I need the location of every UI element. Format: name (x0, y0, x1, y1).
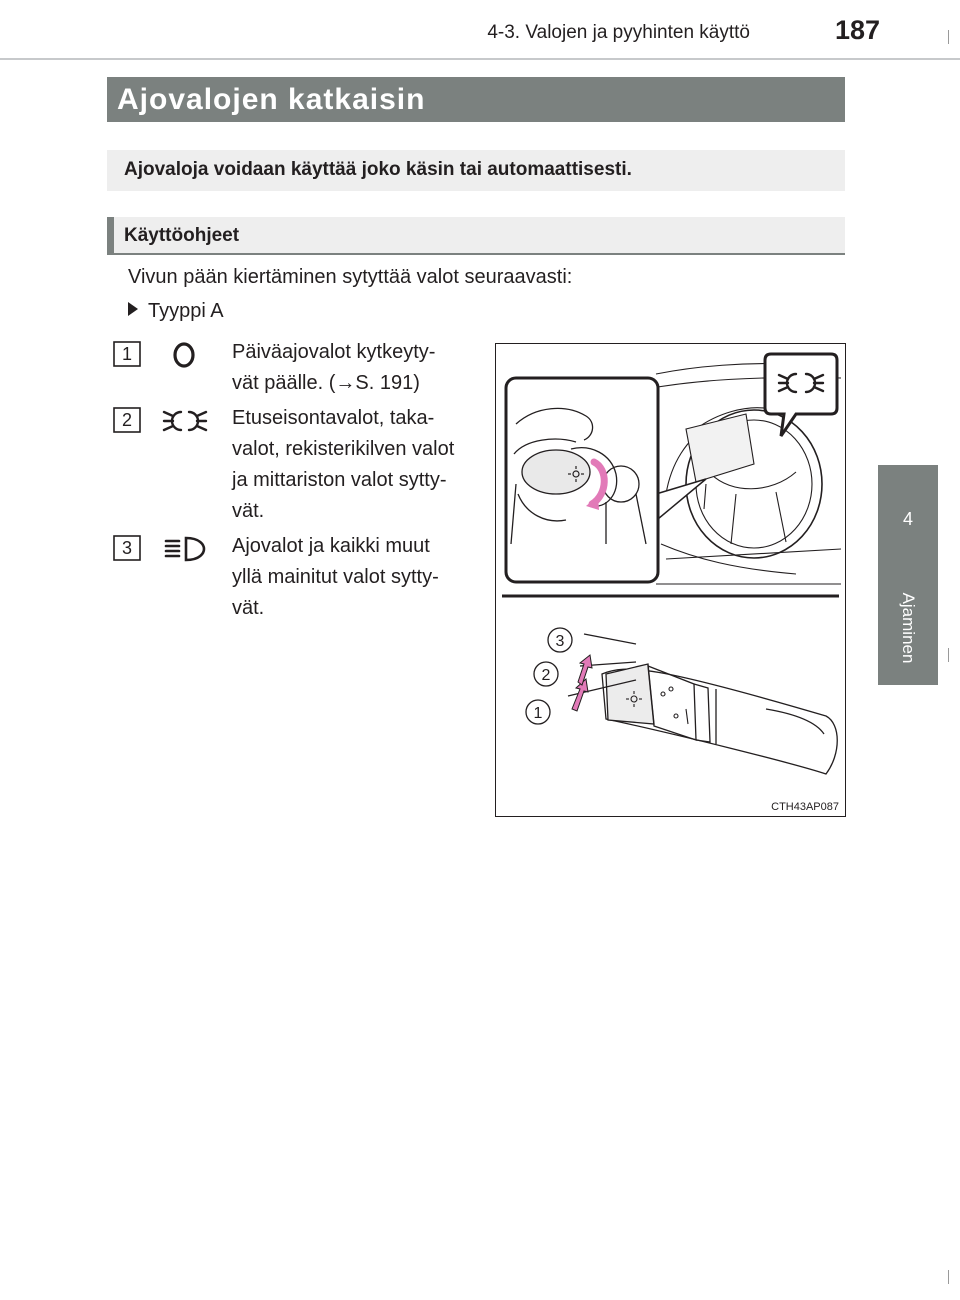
chapter-title: Ajaminen (899, 592, 918, 664)
item-number-3: 3 (113, 535, 141, 561)
page-title-bar: Ajovalojen katkaisin (107, 77, 845, 122)
svg-text:1: 1 (534, 705, 543, 722)
daytime-running-light-icon (173, 342, 195, 368)
svg-text:3: 3 (556, 633, 565, 650)
section-title: 4-3. Valojen ja pyyhinten käyttö (487, 22, 750, 43)
headlight-icon (164, 536, 206, 562)
page-title: Ajovalojen katkaisin (117, 83, 426, 116)
item-number-2: 2 (113, 407, 141, 433)
switch-lever (567, 633, 838, 775)
callout-1: 1 (525, 699, 551, 725)
parking-light-icon (777, 372, 825, 394)
callout-3: 3 (547, 627, 573, 653)
crop-mark (948, 648, 949, 662)
crop-mark (948, 30, 949, 44)
page-number: 187 (834, 15, 880, 45)
lever-symbols (626, 686, 689, 725)
svg-text:3: 3 (122, 538, 132, 558)
type-label: Tyyppi A (128, 300, 224, 323)
svg-text:2: 2 (542, 667, 551, 684)
hand-on-switch (510, 407, 647, 545)
intro-box: Ajovaloja voidaan käyttää joko käsin tai… (107, 150, 845, 191)
parking-light-icon (162, 410, 208, 432)
triangle-bullet-icon (128, 302, 138, 316)
svg-text:1: 1 (122, 344, 132, 364)
headlight-switch-illustration: 3 2 1 CTH43AP087 (495, 343, 846, 817)
intro-text: Ajovaloja voidaan käyttää joko käsin tai… (124, 159, 632, 180)
indicator-bubble (763, 352, 839, 437)
item-number-1: 1 (113, 341, 141, 367)
up-arrows (571, 654, 593, 712)
lead-text: Vivun pään kiertäminen sytyttää valot se… (128, 266, 573, 288)
crop-mark (948, 1270, 949, 1284)
subheading: Käyttöohjeet (124, 225, 240, 246)
item-text-3: Ajovalot ja kaikki muut yllä mainitut va… (232, 535, 439, 619)
header-divider (0, 58, 960, 60)
svg-text:2: 2 (122, 410, 132, 430)
figure-code: CTH43AP087 (771, 801, 839, 813)
callout-2: 2 (533, 661, 559, 687)
inset-pointer (655, 478, 707, 521)
item-text-1: Päiväajovalot kytkeyty- vät päälle. (→S.… (232, 341, 436, 394)
subheading-accent (107, 217, 114, 253)
chapter-tab (878, 465, 938, 685)
rotation-arrow-head (586, 496, 599, 510)
subheading-box: Käyttöohjeet (107, 217, 845, 255)
chapter-number: 4 (902, 509, 913, 529)
item-text-2: Etuseisontavalot, taka- valot, rekisteri… (232, 407, 455, 522)
